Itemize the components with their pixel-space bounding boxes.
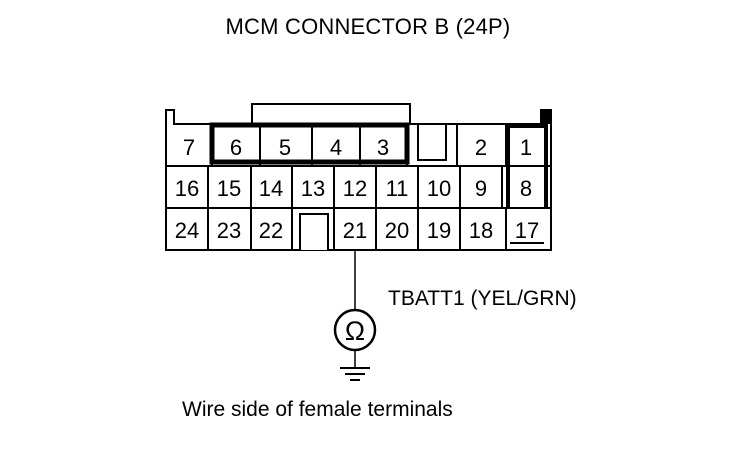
terminal-24: 24 <box>175 218 199 243</box>
wire-label: TBATT1 (YEL/GRN) <box>388 287 577 310</box>
terminal-21: 21 <box>343 218 367 243</box>
terminal-6: 6 <box>230 135 242 160</box>
terminal-23: 23 <box>217 218 241 243</box>
terminal-10: 10 <box>427 176 451 201</box>
terminal-12: 12 <box>343 176 367 201</box>
terminal-2: 2 <box>475 135 487 160</box>
terminal-19: 19 <box>427 218 451 243</box>
terminal-group-box <box>209 122 410 165</box>
terminal-5: 5 <box>279 135 291 160</box>
terminal-18: 18 <box>469 218 493 243</box>
terminal-1: 1 <box>520 135 532 160</box>
terminal-13: 13 <box>301 176 325 201</box>
diagram-caption: Wire side of female terminals <box>182 398 453 421</box>
terminal-4: 4 <box>330 135 342 160</box>
key-slot-bottom <box>299 213 329 250</box>
terminal-3: 3 <box>377 135 389 160</box>
terminal-16: 16 <box>175 176 199 201</box>
locking-tab <box>251 103 411 125</box>
ground-icon <box>340 367 370 381</box>
terminal-group-box-right <box>506 124 548 207</box>
diagram-title: MCM CONNECTOR B (24P) <box>225 14 511 39</box>
terminal-9: 9 <box>475 176 487 201</box>
corner-latch <box>541 110 551 124</box>
terminal-11: 11 <box>386 176 409 201</box>
terminal-15: 15 <box>217 176 241 201</box>
terminal-17: 17 <box>515 218 539 243</box>
ohm-symbol: Ω <box>345 316 365 346</box>
terminal-8: 8 <box>520 176 532 201</box>
terminal-7: 7 <box>183 135 195 160</box>
key-slot-top <box>417 124 447 161</box>
terminal-20: 20 <box>385 218 409 243</box>
terminal-22: 22 <box>259 218 283 243</box>
terminal-14: 14 <box>259 176 283 201</box>
